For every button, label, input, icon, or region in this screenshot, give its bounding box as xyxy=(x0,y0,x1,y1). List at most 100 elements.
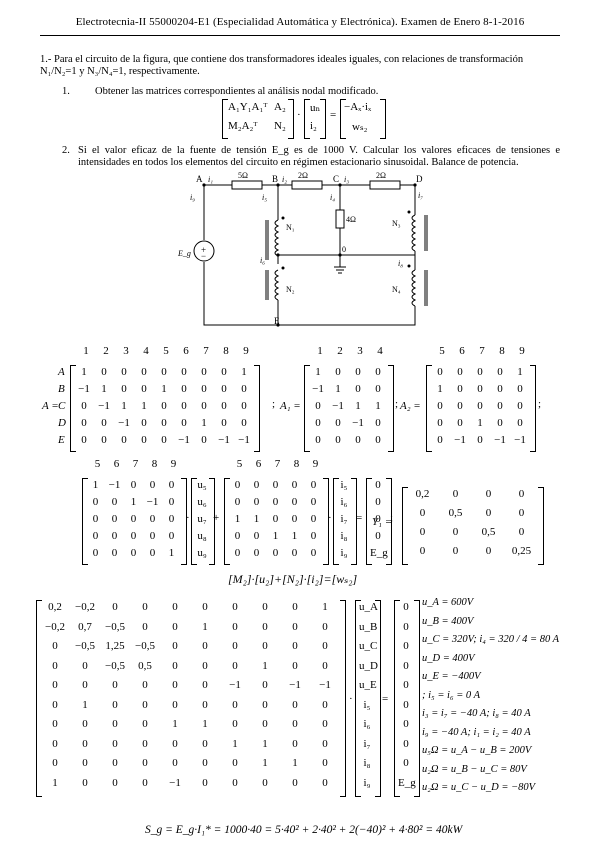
r4-label: 4Ω xyxy=(346,215,356,224)
matA-cell: 0 xyxy=(141,434,147,446)
header-rule xyxy=(40,35,560,36)
svg-text:N₄: N₄ xyxy=(392,285,401,294)
big-matrix-cell: −1 xyxy=(289,679,301,691)
big-matrix-cell: 0 xyxy=(202,679,208,691)
matA2-cell: 0 xyxy=(437,434,443,446)
big-matrix-cell: 0 xyxy=(202,659,208,672)
matM2-cell: 1 xyxy=(168,547,175,559)
big-matrix-cell: −0,5 xyxy=(105,659,125,672)
vec-u2-bracket-left xyxy=(191,478,197,565)
result-line: u₂Ω = u_C − u_D = −80V xyxy=(422,782,536,793)
row-label: E xyxy=(58,434,65,446)
matY1-cell: 0 xyxy=(452,488,459,500)
matM2-cell: 0 xyxy=(92,496,99,508)
vec-rhs-cell: 0 xyxy=(403,698,409,711)
big-matrix-cell: 0 xyxy=(82,679,88,691)
vec-x-cell: u_A xyxy=(359,601,378,613)
big-matrix-cell: 0 xyxy=(322,659,328,672)
matM2-cell: 0 xyxy=(92,547,99,559)
matA1-cell: 0 xyxy=(375,417,381,429)
matN2-cell: 0 xyxy=(234,547,241,559)
vec-rhs-cell: 0 xyxy=(403,620,409,633)
matA-cell: 1 xyxy=(141,400,147,412)
big-matrix-cell: 0 xyxy=(82,718,88,730)
vec-u2-cell: u₉ xyxy=(197,547,207,559)
matA-cell: 0 xyxy=(201,383,207,395)
big-matrix-cell: 0 xyxy=(232,659,238,672)
matA2-cell: 0 xyxy=(437,417,443,429)
column-index: 4 xyxy=(377,345,383,357)
matM2-cell: 0 xyxy=(130,547,137,559)
big-matrix-cell: 0 xyxy=(262,718,268,730)
big-matrix-cell: −1 xyxy=(229,679,241,691)
svg-text:N₁: N₁ xyxy=(286,223,295,232)
matA2-cell: 0 xyxy=(497,400,503,412)
matY1-cell: 0 xyxy=(518,526,525,538)
matA2-cell: 0 xyxy=(457,417,463,429)
big-matrix-cell: 0,5 xyxy=(138,659,152,672)
power-balance: S_g = E_g·I₁* = 1000·40 = 5·40² + 2·40² … xyxy=(145,824,463,836)
matA1-bracket-right xyxy=(388,365,394,452)
big-matrix-cell: 0 xyxy=(322,776,328,789)
vec-ws2-cell: 0 xyxy=(375,530,381,542)
matA-cell: −1 xyxy=(218,434,230,446)
matA-cell: 0 xyxy=(161,400,167,412)
matA1-cell: −1 xyxy=(312,383,324,395)
big-matrix-bracket-left xyxy=(36,600,42,797)
matA1-cell: 0 xyxy=(335,434,341,446)
big-matrix-cell: 0 xyxy=(262,640,268,652)
dot-operator: · xyxy=(186,512,190,524)
matA-cell: −1 xyxy=(238,434,250,446)
big-matrix-cell: 1 xyxy=(322,601,328,613)
matN2-cell: 0 xyxy=(272,479,279,491)
matN2-cell: 0 xyxy=(310,513,317,525)
big-matrix-cell: 0 xyxy=(232,718,238,730)
matY1-cell: 0 xyxy=(419,507,426,519)
big-matrix-cell: 0 xyxy=(142,776,148,789)
svg-text:i₈: i₈ xyxy=(398,259,403,268)
big-matrix-cell: 0 xyxy=(262,698,268,711)
big-matrix-cell: 0 xyxy=(322,620,328,633)
big-matrix-cell: 0 xyxy=(232,776,238,789)
matA1-cell: 0 xyxy=(315,417,321,429)
big-matrix-cell: 0 xyxy=(202,757,208,769)
matN2-cell: 1 xyxy=(253,513,260,525)
big-matrix-cell: 0 xyxy=(232,698,238,711)
matA2-cell: −1 xyxy=(494,434,506,446)
vec-x-cell: i₇ xyxy=(363,737,371,750)
matA2-cell: −1 xyxy=(514,434,526,446)
vec-rhs-bracket-left xyxy=(394,600,400,797)
big-matrix-cell: 0 xyxy=(142,601,148,613)
matN2-bracket-right xyxy=(323,478,329,565)
svg-text:−: − xyxy=(201,251,206,261)
matA-cell: 1 xyxy=(81,366,87,378)
vec-rhs-cell: 0 xyxy=(403,601,409,613)
vec-u2-cell: u₆ xyxy=(197,496,207,508)
matA-cell: 0 xyxy=(161,366,167,378)
big-matrix-cell: 0 xyxy=(172,757,178,769)
big-matrix-cell: 0 xyxy=(262,679,268,691)
matM2-cell: 0 xyxy=(168,530,175,542)
matA-cell: 0 xyxy=(181,383,187,395)
big-matrix-cell: −0,2 xyxy=(45,620,65,633)
vec-u2-cell: u₅ xyxy=(197,479,207,491)
column-index: 6 xyxy=(459,345,465,357)
vec-i2-cell: i₅ xyxy=(340,479,348,491)
matA1-cell: 1 xyxy=(315,366,321,378)
svg-text:E_g: E_g xyxy=(177,249,191,258)
vec-ws2-cell: E_g xyxy=(370,547,388,559)
matA-cell: 0 xyxy=(81,417,87,429)
matA2-cell: 0 xyxy=(437,366,443,378)
big-matrix-cell: 0 xyxy=(172,659,178,672)
vec-ws2-bracket-right xyxy=(386,478,392,565)
big-matrix-cell: 0 xyxy=(172,640,178,652)
big-matrix-cell: −0,5 xyxy=(135,640,155,652)
big-matrix-cell: 0 xyxy=(142,718,148,730)
matN2-cell: 0 xyxy=(272,496,279,508)
matA-cell: 0 xyxy=(221,383,227,395)
big-matrix-cell: 0 xyxy=(292,601,298,613)
big-matrix-cell: 0 xyxy=(172,679,178,691)
matM2-cell: 0 xyxy=(111,530,118,542)
matY1-cell: 0,25 xyxy=(511,545,532,557)
matA1-cell: −1 xyxy=(332,400,344,412)
